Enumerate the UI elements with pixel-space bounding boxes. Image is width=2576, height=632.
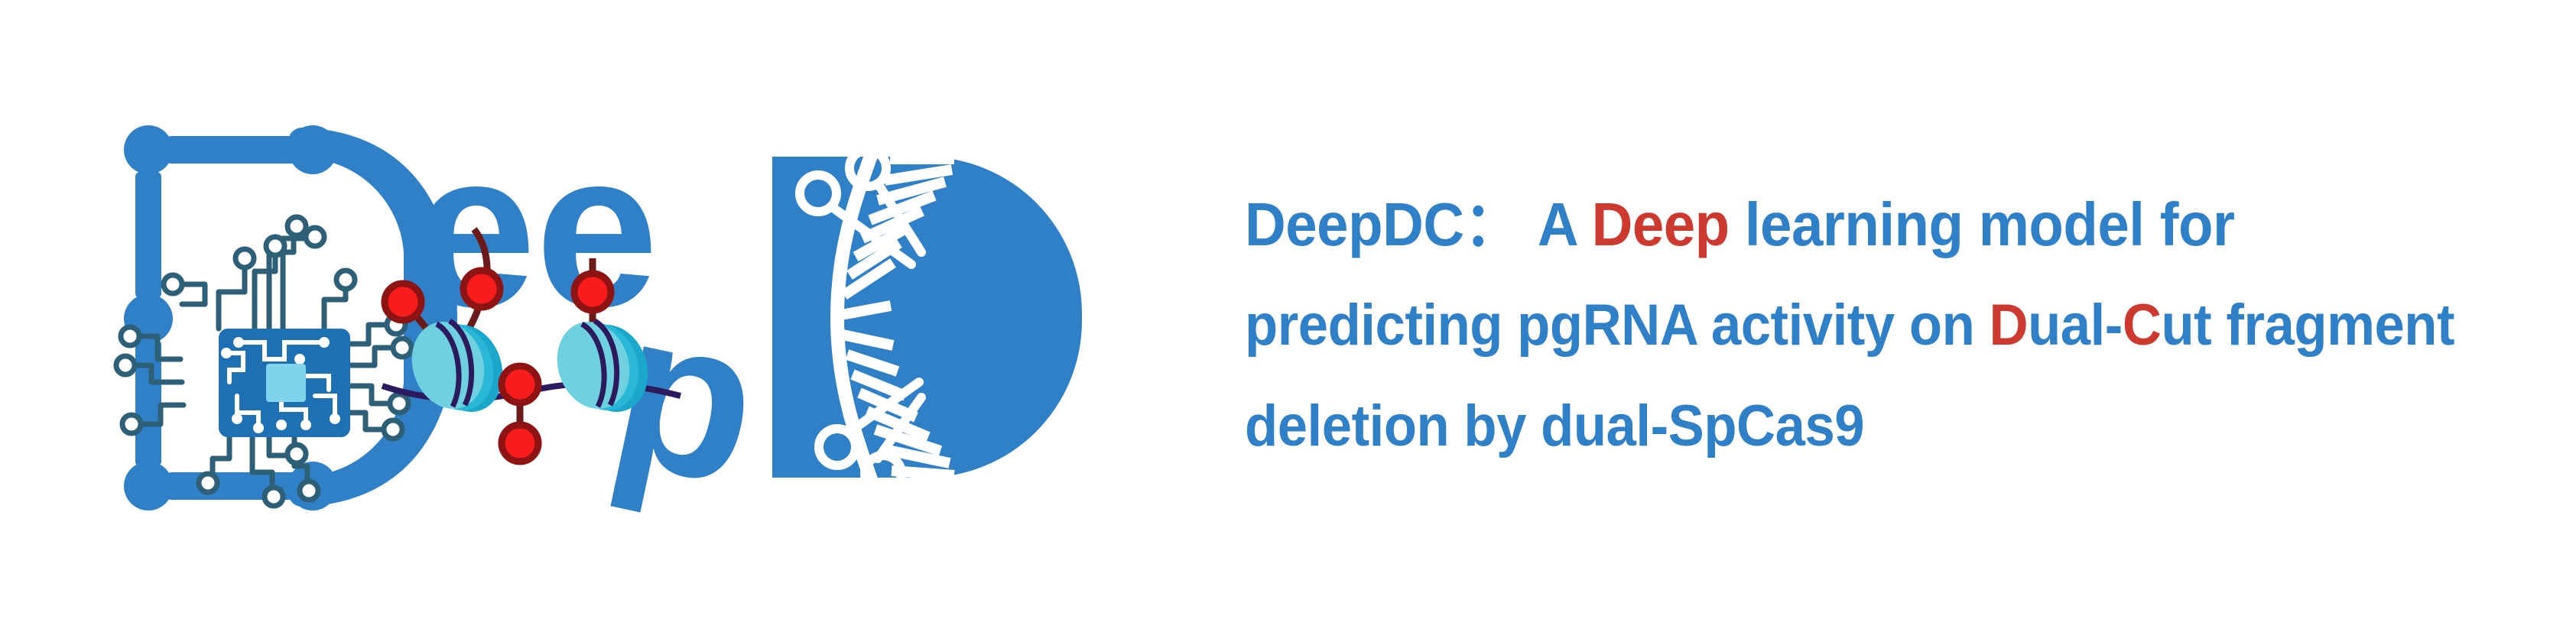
- chip-trace-nodes: [113, 214, 414, 509]
- corner-dot-top-right: [288, 125, 337, 174]
- corner-dot-top-left: [124, 125, 173, 174]
- title-line-3: deletion by dual-SpCas9: [1245, 376, 2483, 477]
- corner-dot-bottom-left: [124, 462, 173, 510]
- node-3: [570, 270, 615, 314]
- dna-helix-icon: [830, 28, 905, 611]
- project-name: DeepDC: [1245, 190, 1464, 258]
- bracket-left-bar-upper: [135, 172, 161, 298]
- title2-highlight-c: C: [2122, 293, 2162, 358]
- letter-d-dna: [772, 28, 1082, 611]
- chip-inner-pads: [221, 337, 340, 433]
- scissors-icon-bottom: [814, 378, 926, 497]
- title2-seg-ut: ut: [2161, 293, 2212, 358]
- title2-highlight-d: D: [1989, 293, 2029, 358]
- node-5: [498, 421, 542, 465]
- cpu-chip-icon: [127, 228, 401, 496]
- title-seg-a: A: [1537, 190, 1592, 258]
- nucleosome-icon-1: [411, 319, 503, 412]
- node-2: [460, 267, 504, 311]
- title2-seg-ual: ual-: [2028, 293, 2123, 358]
- node-1: [381, 280, 425, 324]
- bracket-left-bar-lower: [135, 340, 161, 466]
- nucleosome-chain: [381, 227, 681, 465]
- d-bowl-arc-outer: [288, 128, 458, 507]
- d-solid-bowl: [772, 157, 1082, 478]
- chip-core: [266, 364, 306, 402]
- title-colon: ：: [1463, 190, 1521, 258]
- logo-artwork: e e p: [113, 28, 1082, 611]
- title-highlight-deep: Deep: [1591, 190, 1730, 258]
- bracket-top-bar: [167, 136, 297, 164]
- deepdc-logo: e e p: [0, 0, 1116, 632]
- node-4: [498, 362, 542, 407]
- letter-d-bracket: [113, 125, 458, 510]
- scissors-icon-top: [795, 145, 926, 269]
- title2-seg-a: predicting pgRNA activity on: [1245, 293, 1990, 358]
- title-line-2: predicting pgRNA activity on Dual-Cut fr…: [1245, 275, 2483, 376]
- chromatin-nodes: [381, 267, 615, 465]
- title-line-1: DeepDC：A Deep learning model for: [1245, 174, 2483, 275]
- title3-text: deletion by dual-SpCas9: [1245, 394, 1865, 459]
- banner-title: DeepDC：A Deep learning model for predict…: [1245, 174, 2576, 495]
- nucleosome-icon-2: [557, 319, 648, 412]
- title2-seg-b: fragment: [2211, 293, 2455, 358]
- title-seg-b: learning model for: [1729, 190, 2235, 258]
